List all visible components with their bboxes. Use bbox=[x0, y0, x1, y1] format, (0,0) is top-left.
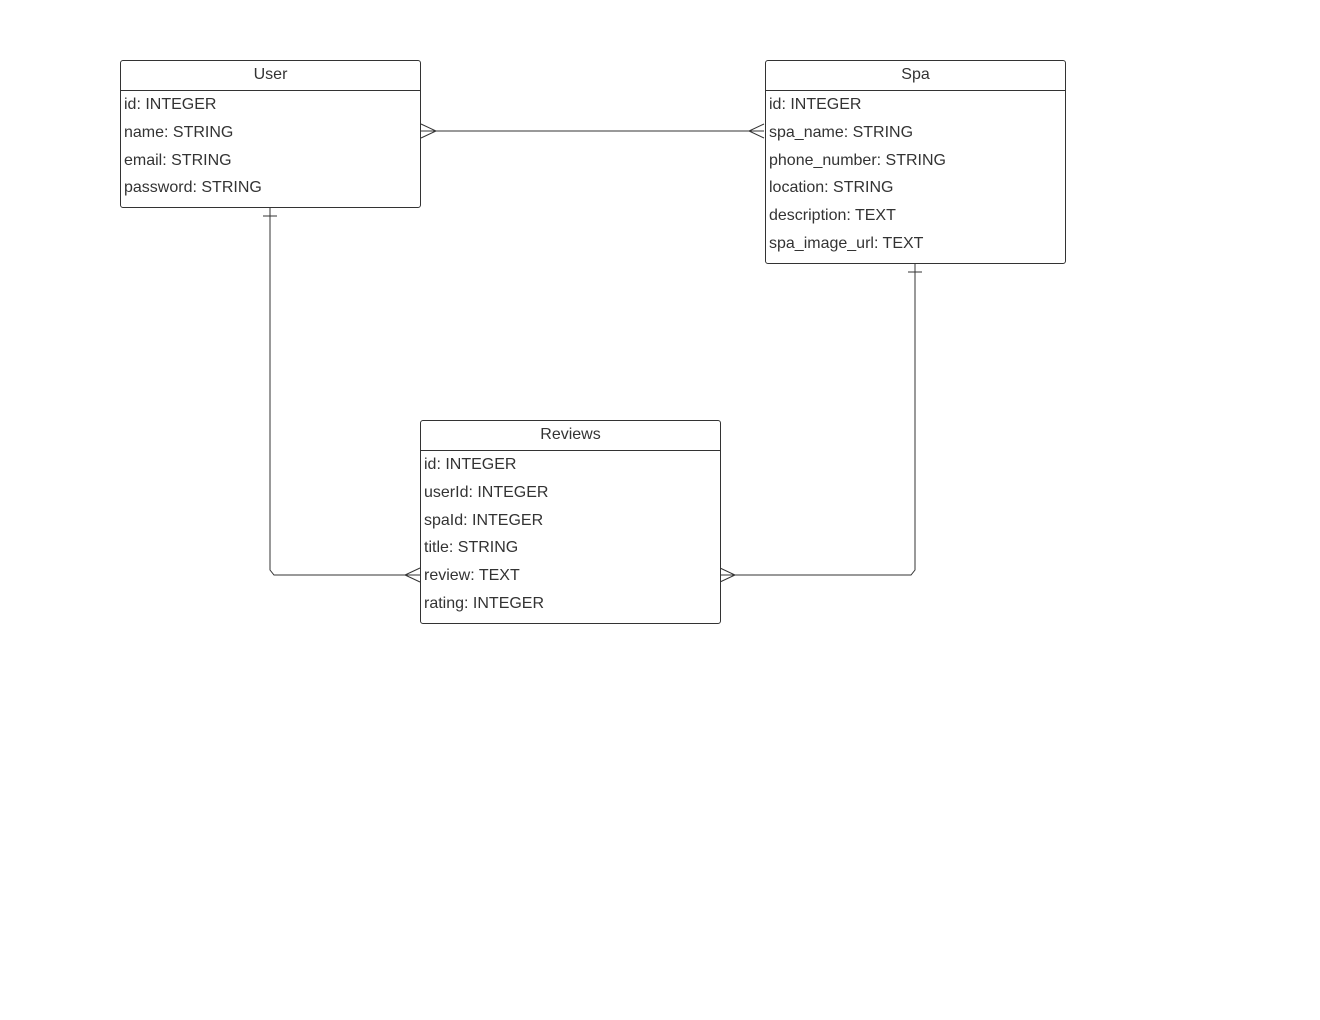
field-row: title: STRING bbox=[424, 539, 519, 557]
entity-title: Spa bbox=[766, 61, 1065, 91]
crowfoot-many-at-user bbox=[420, 123, 438, 139]
field-row: name: STRING bbox=[124, 123, 234, 141]
field-row: id: INTEGER bbox=[769, 96, 862, 113]
field-row: email: STRING bbox=[124, 151, 232, 169]
entity-fields: id: INTEGER spa_name: STRING phone_numbe… bbox=[766, 91, 1065, 263]
entity-fields: id: INTEGER userId: INTEGER spaId: INTEG… bbox=[421, 451, 720, 623]
entity-title: Reviews bbox=[421, 421, 720, 451]
field-row: description: TEXT bbox=[769, 207, 896, 225]
field-row: location: STRING bbox=[769, 179, 894, 197]
spa-reviews-line bbox=[720, 257, 916, 576]
field-row: phone_number: STRING bbox=[769, 151, 946, 169]
crowfoot-many-at-reviews-right bbox=[719, 567, 737, 583]
relationship-spa-reviews bbox=[719, 257, 922, 583]
field-row: spaId: INTEGER bbox=[424, 511, 544, 529]
relationship-user-spa bbox=[420, 123, 765, 139]
field-row: id: INTEGER bbox=[124, 96, 217, 113]
entity-reviews[interactable]: Reviews id: INTEGER userId: INTEGER spaI… bbox=[420, 420, 721, 624]
relationship-user-reviews bbox=[263, 201, 421, 583]
field-row: password: STRING bbox=[124, 179, 262, 197]
entity-spa[interactable]: Spa id: INTEGER spa_name: STRING phone_n… bbox=[765, 60, 1066, 264]
field-row: spa_name: STRING bbox=[769, 123, 914, 141]
field-row: userId: INTEGER bbox=[424, 483, 549, 501]
crowfoot-many-at-spa bbox=[747, 123, 765, 139]
field-row: rating: INTEGER bbox=[424, 594, 545, 612]
entity-fields: id: INTEGER name: STRING email: STRING p… bbox=[121, 91, 420, 207]
field-row: id: INTEGER bbox=[424, 456, 517, 473]
entity-title: User bbox=[121, 61, 420, 91]
field-row: spa_image_url: TEXT bbox=[769, 234, 924, 252]
user-reviews-line bbox=[269, 201, 420, 576]
field-row: review: TEXT bbox=[424, 567, 520, 585]
entity-user[interactable]: User id: INTEGER name: STRING email: STR… bbox=[120, 60, 421, 209]
crowfoot-many-at-reviews-left bbox=[403, 567, 421, 583]
